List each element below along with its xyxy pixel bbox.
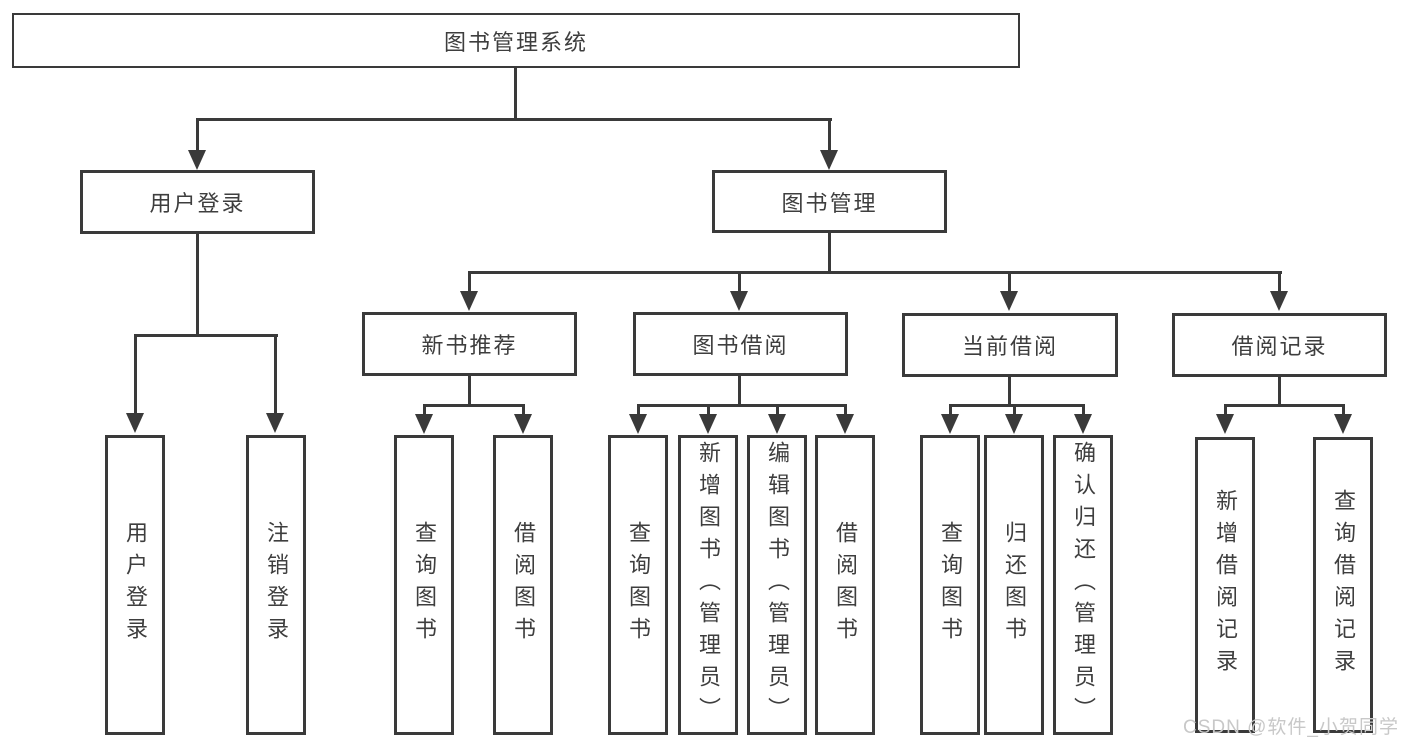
root-node-box: 图书管理系统 xyxy=(12,13,1020,68)
connector-line xyxy=(949,406,952,416)
arrow-down-icon xyxy=(1334,414,1352,434)
leaf-label: 新增借阅记录 xyxy=(1213,489,1238,681)
group-book-borrow-label: 图书借阅 xyxy=(692,333,789,358)
leaf-label: 注销登录 xyxy=(264,521,289,649)
connector-line xyxy=(828,233,831,273)
arrow-down-icon xyxy=(415,414,433,434)
leaf-query-borrow-record-box: 查询借阅记录 xyxy=(1313,437,1373,733)
connector-line xyxy=(1278,273,1281,293)
branch-user-login-label: 用户登录 xyxy=(149,191,246,216)
group-borrow-record-box: 借阅记录 xyxy=(1172,313,1387,377)
arrow-down-icon xyxy=(820,150,838,170)
connector-line xyxy=(1008,273,1011,293)
leaf-borrow-book-box: 借阅图书 xyxy=(815,435,875,735)
connector-line xyxy=(1013,406,1016,416)
connector-line xyxy=(776,406,779,416)
arrow-down-icon xyxy=(1216,414,1234,434)
group-current-borrow-box: 当前借阅 xyxy=(902,313,1118,377)
watermark: CSDN @软件_小贺同学 xyxy=(1183,717,1399,738)
leaf-add-borrow-record-box: 新增借阅记录 xyxy=(1195,437,1255,733)
leaf-label: 编辑图书（管理员） xyxy=(765,441,790,729)
arrow-down-icon xyxy=(1270,291,1288,311)
leaf-label: 借阅图书 xyxy=(511,521,536,649)
connector-line xyxy=(196,234,199,336)
connector-line xyxy=(134,336,137,414)
arrow-down-icon xyxy=(460,291,478,311)
group-new-book-recommend-box: 新书推荐 xyxy=(362,312,577,376)
connector-line xyxy=(514,68,517,120)
leaf-label: 查询图书 xyxy=(626,521,651,649)
arrow-down-icon xyxy=(126,413,144,433)
group-book-borrow-box: 图书借阅 xyxy=(633,312,848,376)
group-borrow-record-label: 借阅记录 xyxy=(1231,334,1328,359)
leaf-return-book-box: 归还图书 xyxy=(984,435,1044,735)
leaf-confirm-return-admin-box: 确认归还（管理员） xyxy=(1053,435,1113,735)
arrow-down-icon xyxy=(941,414,959,434)
arrow-down-icon xyxy=(629,414,647,434)
group-new-book-recommend-label: 新书推荐 xyxy=(421,333,518,358)
arrow-down-icon xyxy=(699,414,717,434)
root-node-label: 图书管理系统 xyxy=(443,29,588,55)
leaf-label: 用户登录 xyxy=(123,521,148,649)
connector-line xyxy=(423,406,426,416)
arrow-down-icon xyxy=(188,150,206,170)
connector-line xyxy=(196,118,199,152)
leaf-query-book-box: 查询图书 xyxy=(608,435,668,735)
leaf-query-book-box: 查询图书 xyxy=(920,435,980,735)
connector-line xyxy=(1342,406,1345,416)
connector-line xyxy=(738,273,741,293)
arrow-down-icon xyxy=(1005,414,1023,434)
branch-book-management-label: 图书管理 xyxy=(781,190,878,216)
connector-line xyxy=(949,404,1085,407)
connector-line xyxy=(1224,406,1227,416)
leaf-label: 查询图书 xyxy=(938,521,963,649)
leaf-label: 借阅图书 xyxy=(833,521,858,649)
connector-line xyxy=(738,376,741,406)
arrow-down-icon xyxy=(1000,291,1018,311)
connector-line xyxy=(274,336,277,414)
leaf-logout-box: 注销登录 xyxy=(246,435,306,735)
leaf-user-login-box: 用户登录 xyxy=(105,435,165,735)
connector-line xyxy=(1278,377,1281,406)
arrow-down-icon xyxy=(1074,414,1092,434)
arrow-down-icon xyxy=(514,414,532,434)
connector-line xyxy=(828,118,831,152)
connector-line xyxy=(522,406,525,416)
group-current-borrow-label: 当前借阅 xyxy=(961,334,1058,359)
connector-line xyxy=(134,334,278,337)
connector-line xyxy=(844,406,847,416)
connector-line xyxy=(468,273,471,293)
connector-line xyxy=(196,118,832,121)
leaf-label: 确认归还（管理员） xyxy=(1071,441,1096,729)
arrow-down-icon xyxy=(730,291,748,311)
connector-line xyxy=(707,406,710,416)
leaf-borrow-book-box: 借阅图书 xyxy=(493,435,553,735)
arrow-down-icon xyxy=(266,413,284,433)
connector-line xyxy=(1008,377,1011,406)
leaf-label: 归还图书 xyxy=(1002,521,1027,649)
leaf-label: 查询图书 xyxy=(412,521,437,649)
connector-line xyxy=(423,404,525,407)
connector-line xyxy=(468,271,1282,274)
arrow-down-icon xyxy=(836,414,854,434)
connector-line xyxy=(1082,406,1085,416)
branch-user-login-box: 用户登录 xyxy=(80,170,315,234)
leaf-edit-book-admin-box: 编辑图书（管理员） xyxy=(747,435,807,735)
connector-line xyxy=(1224,404,1345,407)
connector-line xyxy=(468,376,471,406)
connector-line xyxy=(637,404,847,407)
leaf-label: 新增图书（管理员） xyxy=(696,441,721,729)
arrow-down-icon xyxy=(768,414,786,434)
branch-book-management-box: 图书管理 xyxy=(712,170,947,233)
leaf-add-book-admin-box: 新增图书（管理员） xyxy=(678,435,738,735)
leaf-label: 查询借阅记录 xyxy=(1331,489,1356,681)
connector-line xyxy=(637,406,640,416)
leaf-query-book-box: 查询图书 xyxy=(394,435,454,735)
